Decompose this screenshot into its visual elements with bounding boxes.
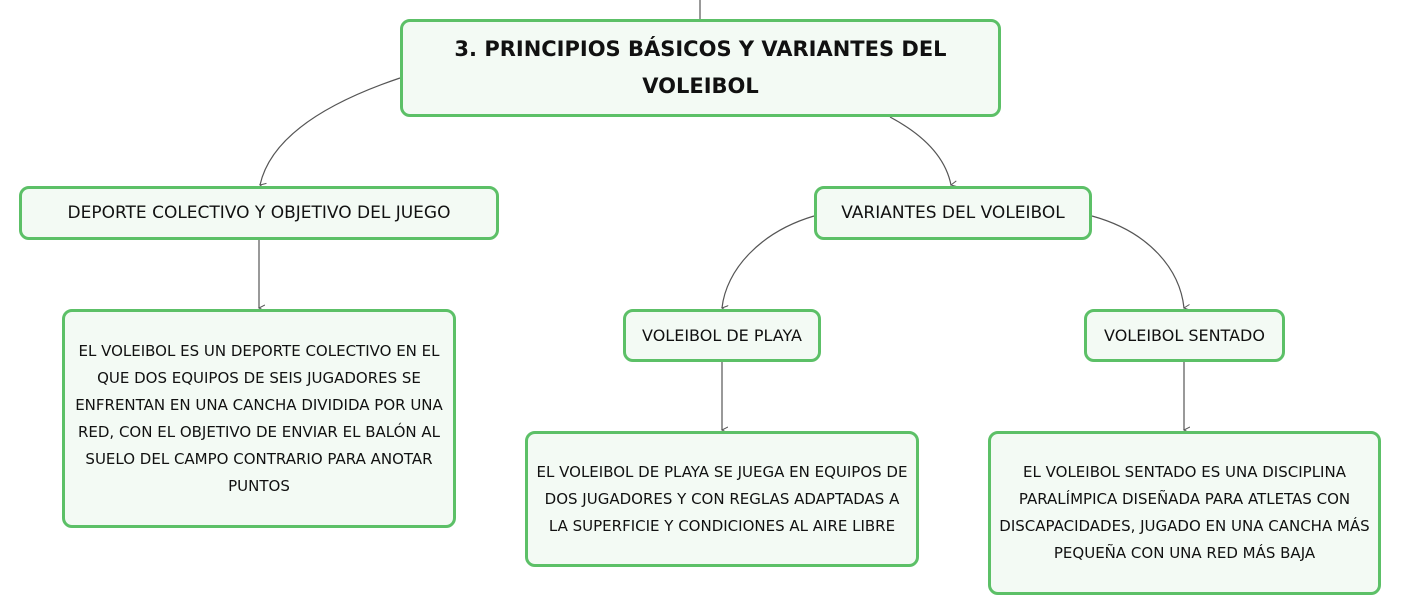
node-deporte-description-text: EL VOLEIBOL ES UN DEPORTE COLECTIVO EN E… <box>75 341 443 495</box>
node-deporte-colectivo-label: DEPORTE COLECTIVO Y OBJETIVO DEL JUEGO <box>67 203 451 223</box>
connector-root-deporte <box>260 77 401 185</box>
connector-variantes-sentado <box>1091 215 1184 308</box>
root-node[interactable]: 3. PRINCIPIOS BÁSICOS Y VARIANTES DEL VO… <box>400 19 1001 117</box>
root-title: 3. PRINCIPIOS BÁSICOS Y VARIANTES DEL VO… <box>454 37 947 98</box>
node-variantes-label: VARIANTES DEL VOLEIBOL <box>841 203 1065 223</box>
node-voleibol-playa-label: VOLEIBOL DE PLAYA <box>642 326 802 345</box>
node-voleibol-playa[interactable]: VOLEIBOL DE PLAYA <box>623 309 821 362</box>
node-voleibol-sentado-label: VOLEIBOL SENTADO <box>1104 326 1265 345</box>
node-sentado-description-text: EL VOLEIBOL SENTADO ES UNA DISCIPLINA PA… <box>999 463 1370 562</box>
node-deporte-description[interactable]: EL VOLEIBOL ES UN DEPORTE COLECTIVO EN E… <box>62 309 456 528</box>
node-voleibol-sentado[interactable]: VOLEIBOL SENTADO <box>1084 309 1285 362</box>
node-playa-description[interactable]: EL VOLEIBOL DE PLAYA SE JUEGA EN EQUIPOS… <box>525 431 919 567</box>
node-variantes[interactable]: VARIANTES DEL VOLEIBOL <box>814 186 1092 240</box>
connector-root-variantes <box>889 116 951 185</box>
connector-variantes-playa <box>722 215 815 308</box>
node-sentado-description[interactable]: EL VOLEIBOL SENTADO ES UNA DISCIPLINA PA… <box>988 431 1381 595</box>
node-playa-description-text: EL VOLEIBOL DE PLAYA SE JUEGA EN EQUIPOS… <box>536 462 908 535</box>
node-deporte-colectivo[interactable]: DEPORTE COLECTIVO Y OBJETIVO DEL JUEGO <box>19 186 499 240</box>
